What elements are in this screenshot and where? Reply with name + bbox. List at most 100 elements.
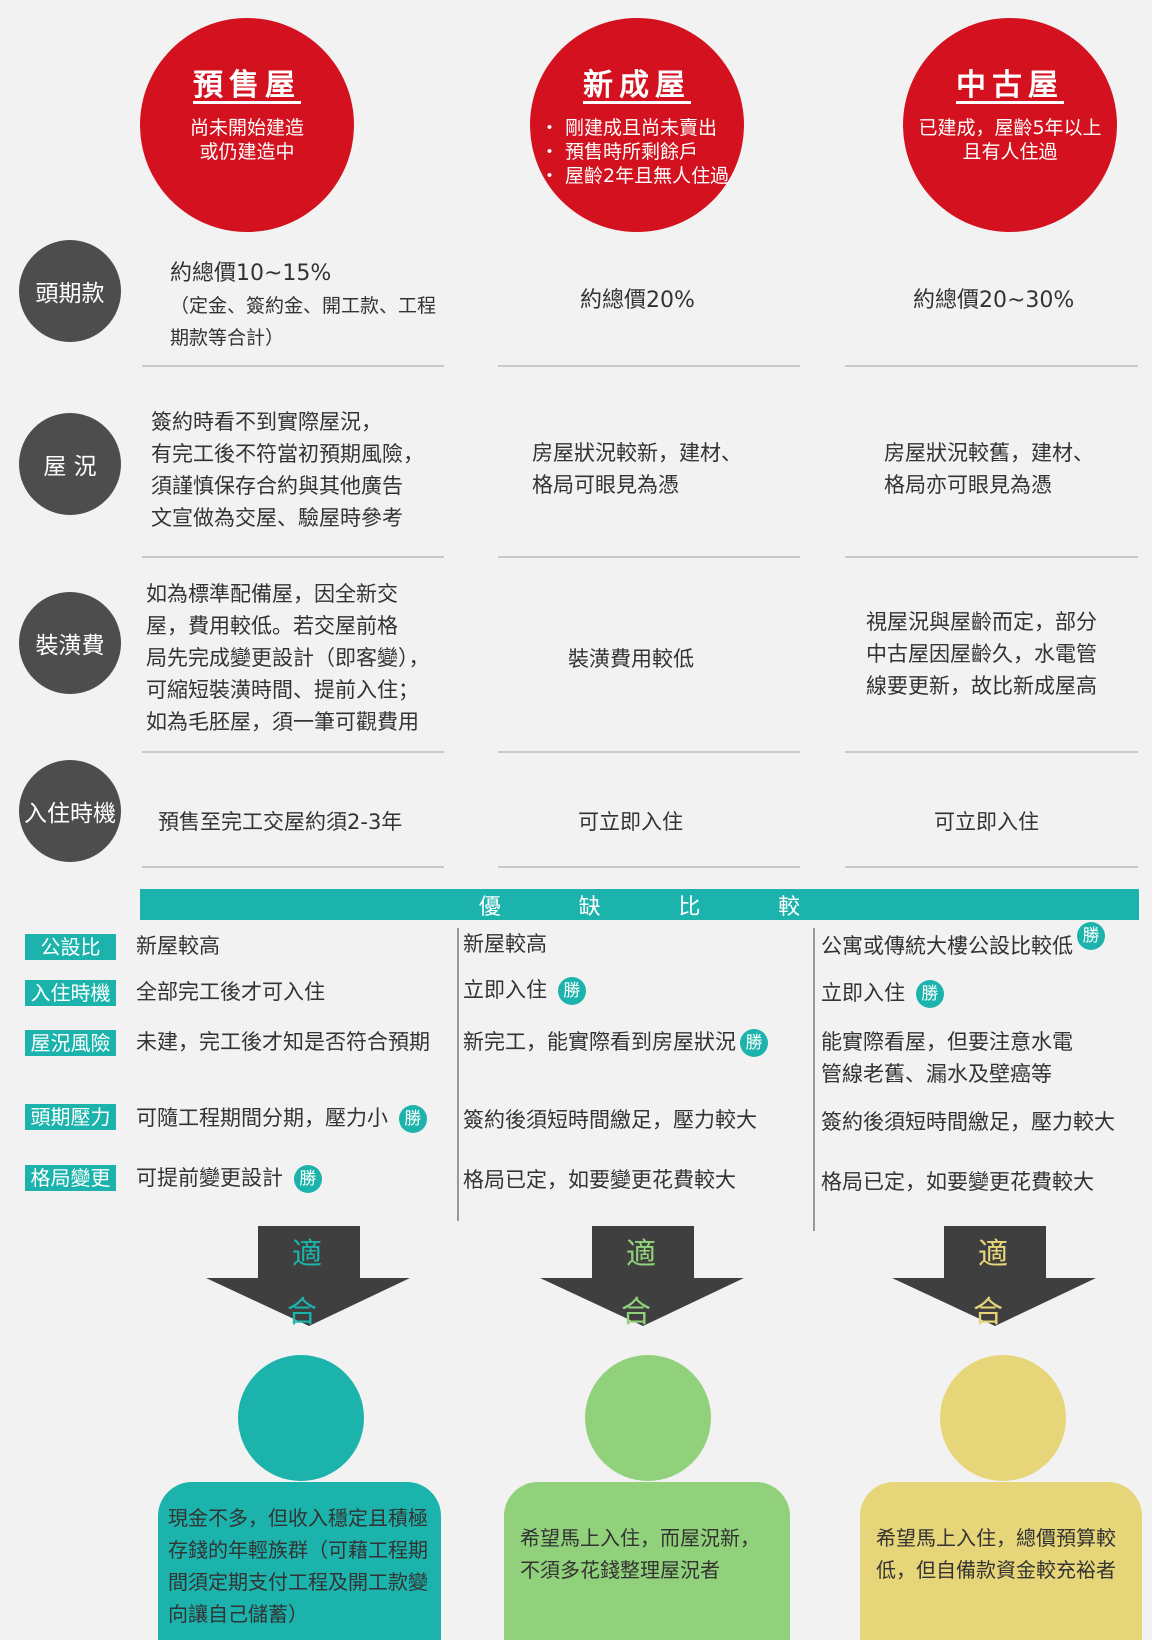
divider <box>845 866 1138 868</box>
cell-line: 線要更新，故比新成屋高 <box>866 674 1097 698</box>
compare-label-layout: 格局變更 <box>25 1165 116 1191</box>
compare-label-risk: 屋況風險 <box>25 1030 116 1056</box>
cell-text: 約總價20% <box>580 288 695 313</box>
cell-text: 如為標準配備屋，因全新交 屋，費用較低。若交屋前格 局先完成變更設計（即客變），… <box>146 578 430 738</box>
person-head-icon <box>238 1355 364 1481</box>
divider <box>845 365 1138 367</box>
divider <box>845 556 1138 558</box>
compare-title-char: 較 <box>778 894 801 920</box>
divider <box>845 751 1138 753</box>
compare-cell-text: 可提前變更設計 <box>136 1166 283 1190</box>
type-desc-line: 尚未開始建造 <box>189 117 304 139</box>
cell-text: 房屋狀況較舊，建材、 格局亦可眼見為憑 <box>884 437 1094 501</box>
person-card-presale: 現金不多，但收入穩定且積極 存錢的年輕族群（可藉工程期 間須定期支付工程及開工款… <box>158 1482 441 1640</box>
cell-text: 可立即入住 <box>934 810 1039 834</box>
compare-cell-text: 立即入住 <box>463 978 547 1002</box>
win-badge: 勝 <box>557 977 586 1005</box>
compare-title-bar: 優 缺 比 較 <box>140 889 1139 920</box>
person-line: 現金不多，但收入穩定且積極 <box>168 1506 428 1530</box>
cell-text: 簽約時看不到實際屋況， 有完工後不符當初預期風險， 須謹慎保存合約與其他廣告 文… <box>151 406 424 534</box>
person-card-new: 希望馬上入住，而屋況新， 不須多花錢整理屋況者 <box>504 1482 790 1640</box>
compare-title-char: 缺 <box>578 894 601 920</box>
compare-cell: 簽約後須短時間繳足，壓力較大 <box>821 1110 1115 1134</box>
cell-line: 視屋況與屋齡而定，部分 <box>866 610 1097 634</box>
win-badge: 勝 <box>740 1029 768 1057</box>
person-line: 向讓自己儲蓄） <box>168 1602 308 1626</box>
cell-main: 約總價10~15% <box>170 261 332 286</box>
win-badge: 勝 <box>293 1165 322 1193</box>
compare-cell: 格局已定，如要變更花費較大 <box>463 1168 736 1192</box>
person-head-icon <box>940 1355 1066 1481</box>
cell-line: 格局可眼見為憑 <box>532 473 679 497</box>
person-line: 希望馬上入住，總價預算較 <box>876 1526 1116 1550</box>
type-desc-line: 已建成，屋齡5年以上 <box>918 117 1102 139</box>
compare-cell: 新完工，能實際看到房屋狀況勝 <box>463 1026 768 1058</box>
compare-cell: 格局已定，如要變更花費較大 <box>821 1170 1094 1194</box>
type-desc-line: 且有人住過 <box>962 141 1058 163</box>
cell-text: 約總價10~15% （定金、簽約金、開工款、工程 期款等合計） <box>170 258 436 354</box>
row-label-condition: 屋 況 <box>19 413 121 515</box>
cell-line: 如為標準配備屋，因全新交 <box>146 582 398 606</box>
cell-line: 房屋狀況較舊，建材、 <box>884 441 1094 465</box>
type-title: 中古屋 <box>956 68 1064 103</box>
compare-cell: 公寓或傳統大樓公設比較低勝 <box>821 922 1105 962</box>
win-badge: 勝 <box>915 980 944 1008</box>
cell-sub: 期款等合計） <box>170 327 285 349</box>
type-circle-new: 新成屋 ・ 剛建成且尚未賣出 ・ 預售時所剩餘戶 ・ 屋齡2年且無人住過 <box>530 18 744 232</box>
compare-cell: 立即入住 勝 <box>463 974 586 1006</box>
compare-cell-text: 能實際看屋，但要注意水電 <box>821 1030 1073 1054</box>
compare-cell: 未建，完工後才知是否符合預期 <box>136 1030 430 1054</box>
cell-line: 房屋狀況較新，建材、 <box>532 441 742 465</box>
type-bullet: ・ 剛建成且尚未賣出 <box>540 117 718 139</box>
divider <box>142 556 444 558</box>
cell-line: 文宣做為交屋、驗屋時參考 <box>151 506 403 530</box>
fit-label: 適 合 <box>598 1226 686 1330</box>
compare-cell-text: 管線老舊、漏水及壁癌等 <box>821 1062 1052 1086</box>
person-head-icon <box>585 1355 711 1481</box>
fit-label: 適 合 <box>264 1226 352 1330</box>
cell-line: 格局亦可眼見為憑 <box>884 473 1052 497</box>
person-card-used: 希望馬上入住，總價預算較 低，但自備款資金較充裕者 <box>860 1482 1142 1640</box>
type-circle-presale: 預售屋 尚未開始建造 或仍建造中 <box>140 18 354 232</box>
win-badge: 勝 <box>1077 922 1105 950</box>
cell-text: 房屋狀況較新，建材、 格局可眼見為憑 <box>532 437 742 501</box>
compare-cell-text: 新完工，能實際看到房屋狀況 <box>463 1030 736 1054</box>
person-line: 存錢的年輕族群（可藉工程期 <box>168 1538 428 1562</box>
person-line: 間須定期支付工程及開工款變 <box>168 1570 428 1594</box>
type-title: 新成屋 <box>583 68 691 103</box>
compare-cell: 簽約後須短時間繳足，壓力較大 <box>463 1108 757 1132</box>
compare-title-char: 比 <box>678 894 701 920</box>
win-badge: 勝 <box>398 1105 427 1133</box>
divider <box>142 751 444 753</box>
compare-cell-text: 公寓或傳統大樓公設比較低 <box>821 934 1073 958</box>
compare-title-char: 優 <box>478 894 501 920</box>
divider <box>498 556 800 558</box>
compare-cell: 能實際看屋，但要注意水電 管線老舊、漏水及壁癌等 <box>821 1026 1073 1090</box>
compare-label-public-ratio: 公設比 <box>25 934 116 960</box>
fit-arrows <box>206 1226 1096 1326</box>
fit-label: 適 合 <box>950 1226 1038 1330</box>
compare-cell-text: 可隨工程期間分期，壓力小 <box>136 1106 388 1130</box>
cell-line: 簽約時看不到實際屋況， <box>151 410 382 434</box>
compare-cell: 可提前變更設計 勝 <box>136 1162 322 1194</box>
person-line: 不須多花錢整理屋況者 <box>520 1558 720 1582</box>
type-desc-line: 或仍建造中 <box>199 141 295 163</box>
compare-cell: 立即入住 勝 <box>821 977 944 1009</box>
cell-line: 局先完成變更設計（即客變）， <box>146 646 430 670</box>
compare-cell-text: 立即入住 <box>821 981 905 1005</box>
column-divider <box>457 928 459 1221</box>
compare-label-move-in: 入住時機 <box>25 980 116 1006</box>
type-circle-used: 中古屋 已建成，屋齡5年以上 且有人住過 <box>903 18 1117 232</box>
cell-text: 裝潢費用較低 <box>568 647 694 671</box>
compare-cell: 新屋較高 <box>136 934 220 958</box>
divider <box>498 751 800 753</box>
cell-line: 屋，費用較低。若交屋前格 <box>146 614 398 638</box>
type-title: 預售屋 <box>193 68 301 103</box>
type-bullet: ・ 預售時所剩餘戶 <box>540 141 699 163</box>
cell-text: 可立即入住 <box>578 810 683 834</box>
divider <box>498 866 800 868</box>
cell-text: 預售至完工交屋約須2-3年 <box>158 810 403 834</box>
person-line: 低，但自備款資金較充裕者 <box>876 1558 1116 1582</box>
column-divider <box>813 928 815 1231</box>
divider <box>142 365 444 367</box>
